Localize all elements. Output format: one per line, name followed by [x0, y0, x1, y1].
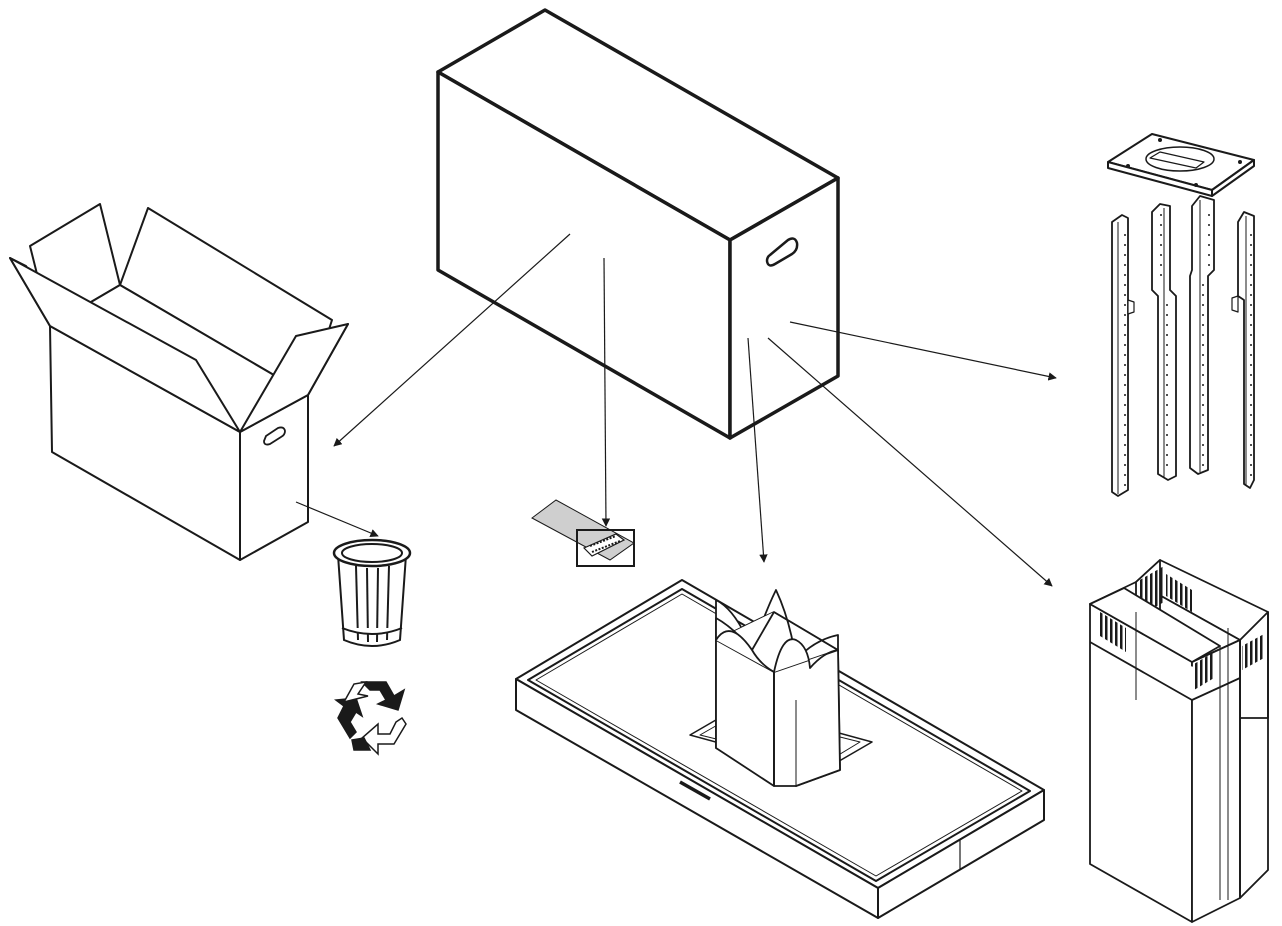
support-frame-kit-icon: [1107, 133, 1255, 497]
arrow-to-open-box: [333, 233, 571, 447]
arrow-to-parts-bag: [601, 257, 611, 527]
arrow-to-duct-covers: [767, 337, 1053, 587]
cardboard-insert-icon: [715, 589, 841, 787]
trash-can-icon: [332, 538, 412, 647]
hardware-bag-icon: [531, 499, 635, 567]
duct-cover-set-icon: [1089, 559, 1269, 923]
open-cardboard-box-icon: [9, 203, 349, 561]
open-box-handle-icon: [263, 426, 286, 446]
screws-icon: [582, 533, 626, 557]
support-rail-icon: [1231, 211, 1255, 489]
support-rail-icon: [1189, 195, 1215, 475]
arrows-layer: [295, 233, 1057, 587]
mounting-plate-icon: [1107, 133, 1255, 197]
arrow-to-mounting-frame: [789, 321, 1057, 381]
closed-shipping-box-icon: [436, 8, 840, 440]
support-rail-icon: [1111, 214, 1135, 497]
arrow-to-trash-can: [295, 501, 379, 537]
support-rail-icon: [1151, 203, 1177, 481]
box-handle-icon: [765, 237, 799, 267]
recycle-icon: [334, 680, 407, 756]
arrow-to-hood-body: [747, 337, 768, 563]
